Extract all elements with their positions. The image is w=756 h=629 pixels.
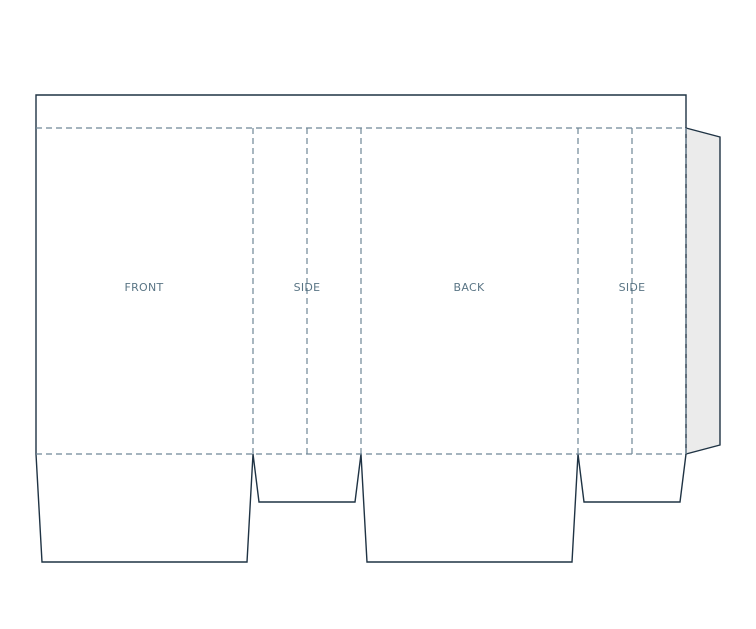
top-hem-outline [35, 94, 687, 454]
back-panel-label: BACK [454, 281, 485, 294]
bottom-flaps-outline [35, 453, 687, 563]
glue-flap [685, 127, 721, 455]
side-panel-left-label: SIDE [294, 281, 321, 294]
side-panel-right-label: SIDE [619, 281, 646, 294]
front-panel-label: FRONT [124, 281, 163, 294]
